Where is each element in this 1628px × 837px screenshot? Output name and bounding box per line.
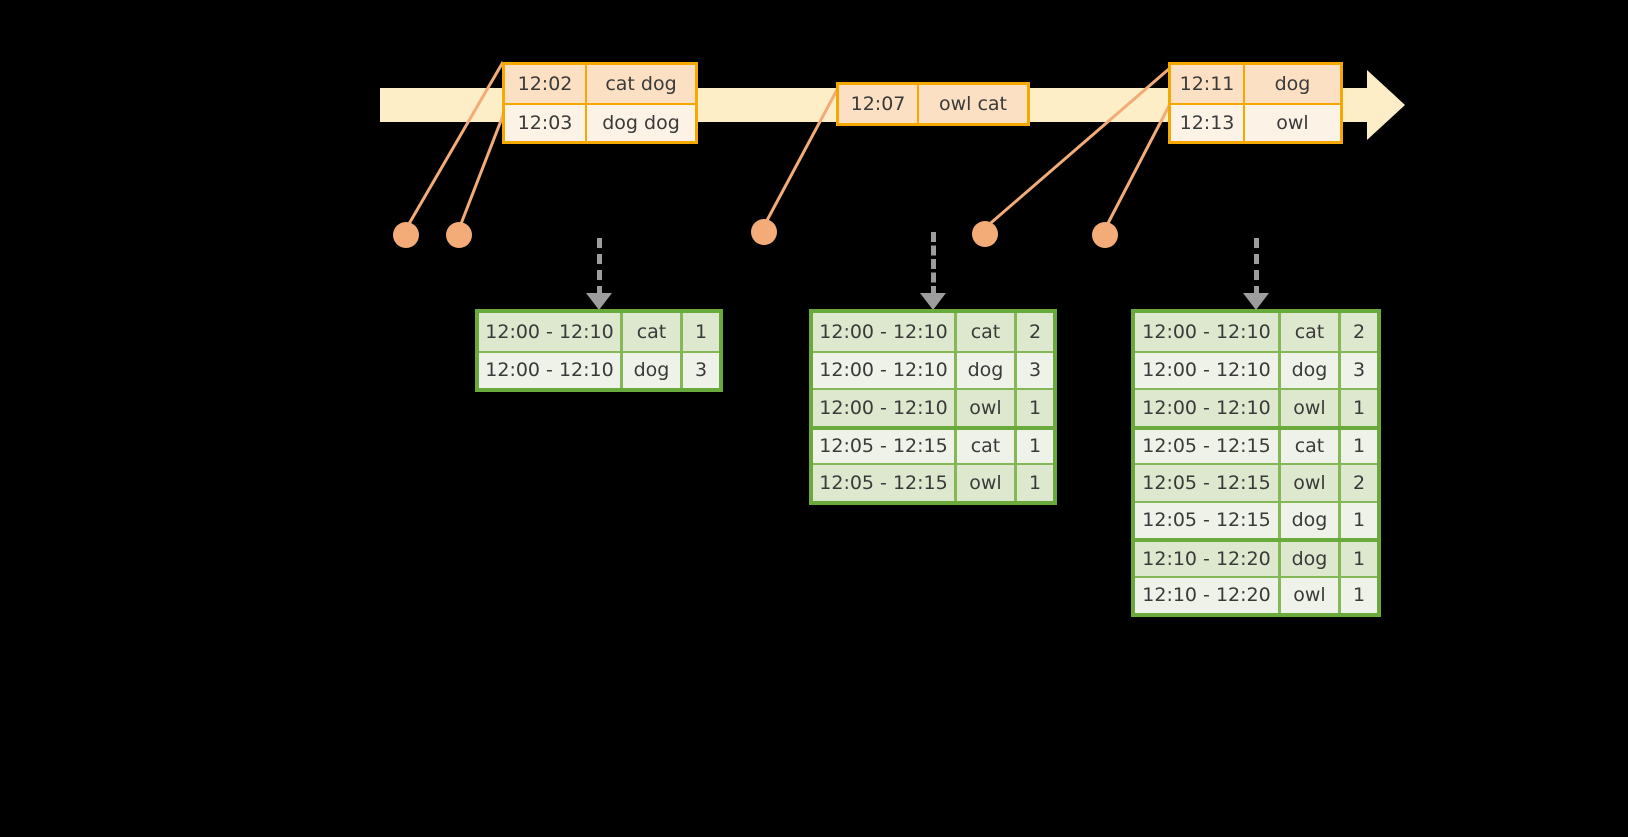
count-cell: 3 [1352,359,1366,382]
event-words: owl cat [938,93,1008,115]
count-cell: 1 [694,320,708,343]
window-range-cell: 12:00 - 12:10 [813,352,957,388]
word-key-cell: owl [957,465,1017,501]
event-dot-3 [751,219,777,245]
event-box-2[interactable]: 12:07 owl cat [836,82,1030,126]
event-words: cat dog [605,73,677,95]
count-cell: 2 [1028,320,1042,343]
count-cell: 1 [1028,396,1042,419]
window-range-cell: 12:10 - 12:20 [1135,577,1281,613]
window-range-cell: 12:10 - 12:20 [1135,542,1281,576]
event-time: 12:02 [505,65,587,103]
word-key-cell: dog [1281,352,1341,388]
window-range-cell: 12:00 - 12:10 [1135,313,1281,351]
count-cell: 1 [1352,584,1366,607]
count-cell: 1 [1352,435,1366,458]
event-row: 12:03 dog dog [505,103,695,141]
connector-line-5 [1103,103,1172,230]
flow-arrow-2 [920,232,946,310]
word-key-cell: dog [1281,542,1341,576]
count-cell: 1 [1028,471,1042,494]
window-range-cell: 12:00 - 12:10 [1135,352,1281,388]
word-key-cell: dog [1281,502,1341,538]
flow-arrow-3 [1243,238,1269,310]
count-cell: 2 [1352,320,1366,343]
window-range-cell: 12:00 - 12:10 [479,352,623,388]
arrow-head-icon [1243,293,1269,310]
event-row: 12:13 owl [1171,103,1340,141]
flow-arrow-1 [586,238,612,310]
word-key-cell: owl [1281,465,1341,501]
count-cell: 1 [1028,435,1042,458]
count-cell: 3 [694,359,708,382]
count-cell: 1 [1352,396,1366,419]
window-range-cell: 12:00 - 12:10 [813,313,957,351]
word-key-cell: cat [1281,429,1341,463]
window-range-cell: 12:05 - 12:15 [1135,465,1281,501]
event-time: 12:07 [839,85,919,123]
window-range-cell: 12:00 - 12:10 [479,313,623,351]
event-time: 12:11 [1171,65,1245,103]
event-box-3[interactable]: 12:11 dog 12:13 owl [1168,62,1343,144]
word-key-cell: dog [623,352,683,388]
window-range-cell: 12:00 - 12:10 [1135,390,1281,426]
arrow-head-icon [586,293,612,310]
event-dot-5 [1092,222,1118,248]
word-key-cell: cat [1281,313,1341,351]
word-key-cell: owl [1281,577,1341,613]
window-range-cell: 12:05 - 12:15 [813,465,957,501]
word-key-cell: cat [957,429,1017,463]
dashed-line [597,238,602,296]
arrow-head-icon [920,293,946,310]
event-dot-1 [393,222,419,248]
window-range-cell: 12:00 - 12:10 [813,390,957,426]
count-cell: 2 [1352,471,1366,494]
word-key-cell: dog [957,352,1017,388]
window-range-cell: 12:05 - 12:15 [813,429,957,463]
event-dot-4 [972,221,998,247]
word-key-cell: owl [1281,390,1341,426]
event-time: 12:13 [1171,105,1245,141]
word-key-cell: owl [957,390,1017,426]
dashed-line [1254,238,1259,296]
word-key-cell: cat [623,313,683,351]
event-box-1[interactable]: 12:02 cat dog 12:03 dog dog [502,62,698,144]
timeline-arrow-head-icon [1367,70,1405,140]
event-dot-2 [446,222,472,248]
count-cell: 1 [1352,547,1366,570]
event-row: 12:02 cat dog [505,65,695,103]
count-cell: 3 [1028,359,1042,382]
event-time: 12:03 [505,105,587,141]
event-row: 12:07 owl cat [839,85,1027,123]
window-range-cell: 12:05 - 12:15 [1135,502,1281,538]
event-words: owl [1276,112,1309,134]
count-cell: 1 [1352,509,1366,532]
event-words: dog dog [602,112,680,134]
dashed-line [931,232,936,296]
event-row: 12:11 dog [1171,65,1340,103]
event-words: dog [1274,73,1311,95]
word-key-cell: cat [957,313,1017,351]
window-range-cell: 12:05 - 12:15 [1135,429,1281,463]
